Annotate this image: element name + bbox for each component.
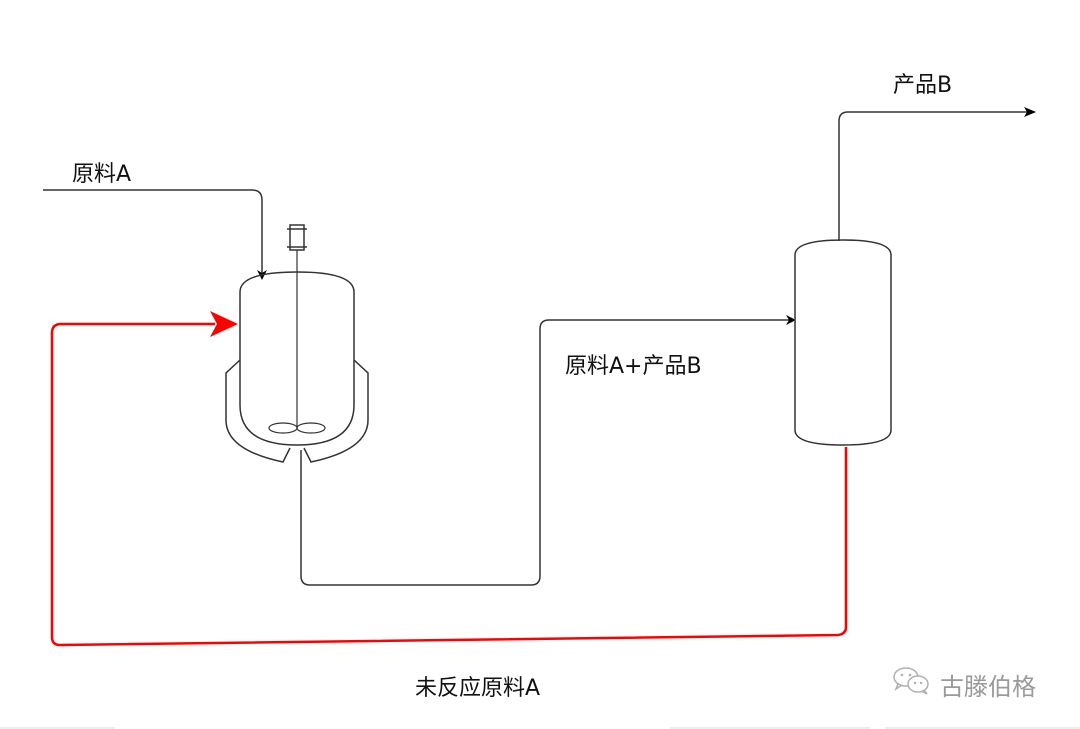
- reactor: [225, 224, 369, 463]
- reactor-jacket-left: [225, 359, 291, 463]
- intermediate-label: 原料A+产品B: [565, 354, 702, 379]
- feed-stream-line: [43, 189, 263, 275]
- recycle-arrow-icon: [210, 311, 238, 337]
- impeller-blade-right: [296, 422, 326, 434]
- reactor-jacket-right: [303, 359, 369, 463]
- impeller-blade-left: [268, 422, 298, 434]
- separator-vessel: [794, 239, 892, 446]
- bottom-divider-right: [885, 727, 1080, 729]
- wechat-icon: [892, 665, 932, 703]
- watermark: 古滕伯格: [892, 665, 1036, 703]
- reactor-vessel: [239, 271, 355, 446]
- reactor-outlet-stream-line: [300, 319, 790, 586]
- watermark-text: 古滕伯格: [940, 672, 1036, 701]
- bottom-divider-left: [0, 727, 115, 729]
- recycle-label: 未反应原料A: [415, 676, 541, 701]
- product-label: 产品B: [893, 73, 953, 98]
- recycle-stream-line: [50, 322, 848, 647]
- product-stream-line: [838, 111, 1030, 241]
- feed-label: 原料A: [72, 162, 132, 187]
- product-arrow-icon: [1024, 107, 1036, 117]
- separator-inlet-arrow-icon: [786, 315, 796, 325]
- bottom-divider-mid: [670, 727, 870, 729]
